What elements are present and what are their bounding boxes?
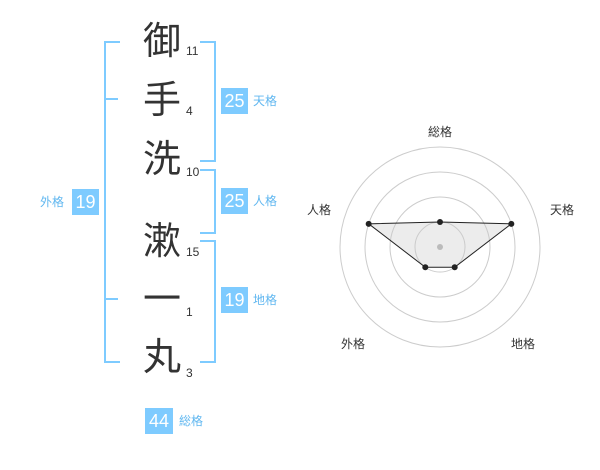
stroke-count-5: 1 [186, 305, 193, 319]
jinkaku-value-badge: 25 [221, 188, 248, 214]
name-char-6: 丸 [142, 335, 181, 379]
jinkaku-bracket [200, 169, 216, 234]
chikaku-value-badge: 19 [221, 287, 248, 313]
radar-label-jinkaku: 人格 [307, 203, 332, 217]
jinkaku-label: 人格 [253, 194, 278, 208]
radar-point-1 [437, 219, 443, 225]
name-char-2: 手 [142, 78, 181, 122]
soukaku-label: 総格 [179, 414, 204, 428]
name-char-1: 御 [142, 19, 181, 63]
radar-center-point [437, 244, 443, 250]
radar-point-5 [365, 220, 372, 227]
stroke-count-6: 3 [186, 366, 193, 380]
radar-ring [364, 171, 516, 323]
stroke-count-3: 10 [186, 165, 200, 179]
tenkaku-value-badge: 25 [221, 88, 248, 114]
radar-chart [339, 146, 541, 348]
name-char-4: 漱 [142, 219, 181, 263]
soukaku-value-badge: 44 [145, 408, 173, 434]
bracket-divider [104, 98, 118, 100]
radar-point-2 [508, 220, 515, 227]
tenkaku-label: 天格 [253, 94, 278, 108]
stroke-count-2: 4 [186, 104, 193, 118]
chikaku-label: 地格 [253, 293, 278, 307]
name-char-3: 洗 [142, 137, 181, 181]
chikaku-bracket [200, 240, 216, 363]
gaikaku-value-badge: 19 [72, 189, 99, 215]
gaikaku-label: 外格 [40, 195, 65, 209]
radar-point-4 [422, 264, 429, 271]
radar-label-tenkaku: 天格 [550, 203, 575, 217]
radar-label-soukaku: 総格 [428, 125, 453, 139]
radar-label-gaikaku: 外格 [341, 337, 366, 351]
radar-label-chikaku: 地格 [511, 337, 536, 351]
radar-ring [389, 196, 491, 298]
gaikaku-bracket [104, 41, 120, 363]
stroke-count-1: 11 [186, 44, 199, 58]
bracket-divider [104, 298, 118, 300]
radar-point-3 [451, 264, 458, 271]
radar-ring [339, 146, 541, 348]
tenkaku-bracket [200, 41, 216, 162]
stroke-count-4: 15 [186, 245, 200, 259]
name-char-5: 一 [142, 277, 181, 321]
